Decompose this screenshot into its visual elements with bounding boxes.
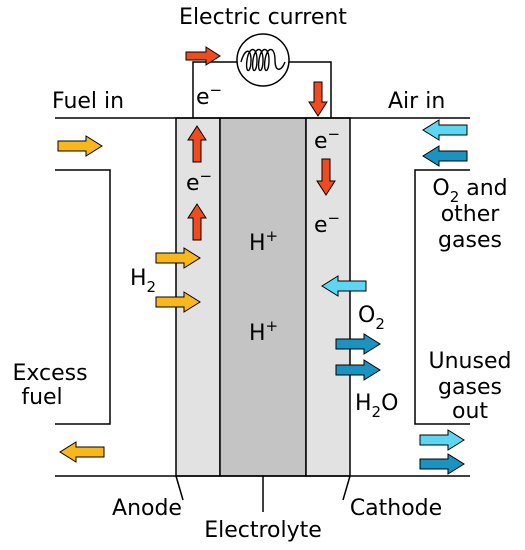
electron-label-anode: e− [186, 167, 212, 196]
unused-gases-label-line3: out [452, 399, 488, 424]
air-in-arrow [422, 119, 468, 141]
excess-fuel-arrow [59, 441, 105, 463]
air-in-label: Air in [388, 89, 445, 114]
h2o-label: H2O [355, 391, 398, 421]
o2-label: O2 [358, 303, 385, 333]
circuit-wire-right [289, 61, 332, 118]
electrolyte-layer [219, 117, 307, 477]
air-channel-divider [414, 169, 470, 425]
proton-label-2: H+ [249, 317, 278, 346]
electron-arrow-cathode-down [316, 158, 336, 196]
unused-gases-label-line1: Unused [429, 349, 512, 374]
anode-label: Anode [112, 496, 182, 521]
lamp-coil-icon [236, 33, 290, 87]
electron-arrow-anode-up-2 [187, 203, 207, 241]
o2-and-other-gases-label-line3: gases [438, 228, 502, 253]
electron-label-cathode-top: e− [314, 125, 340, 154]
electron-arrow-circuit-down [308, 81, 328, 117]
electrolyte-label: Electrolyte [204, 518, 322, 543]
fuel-in-label: Fuel in [52, 89, 124, 114]
fuel-channel-divider [55, 169, 111, 425]
circuit-wire-left [192, 61, 237, 118]
other-gas-in-arrow [422, 145, 468, 167]
unused-gas-arrow-1 [419, 429, 465, 451]
o2-and-other-gases-label-line1: O2 and [432, 176, 507, 206]
cathode-pointer [342, 475, 351, 501]
excess-fuel-label-line2: fuel [21, 385, 62, 410]
o2-and-other-gases-label-line2: other [441, 202, 501, 227]
unused-gas-arrow-2 [419, 453, 465, 475]
proton-label-1: H+ [249, 227, 278, 256]
h2-label: H2 [130, 266, 156, 296]
unused-gases-label-line2: gases [438, 375, 502, 400]
anode-pointer [175, 475, 184, 501]
excess-fuel-label-line1: Excess [12, 361, 87, 386]
electric-current-label: Electric current [179, 5, 347, 30]
electron-arrow-anode-up-1 [187, 125, 207, 163]
electron-arrow-circuit-right [185, 46, 221, 66]
electron-label-circuit-anode: e− [196, 81, 222, 110]
fuel-in-arrow [57, 135, 103, 157]
electron-label-cathode: e− [314, 209, 340, 238]
cathode-label: Cathode [350, 496, 442, 521]
